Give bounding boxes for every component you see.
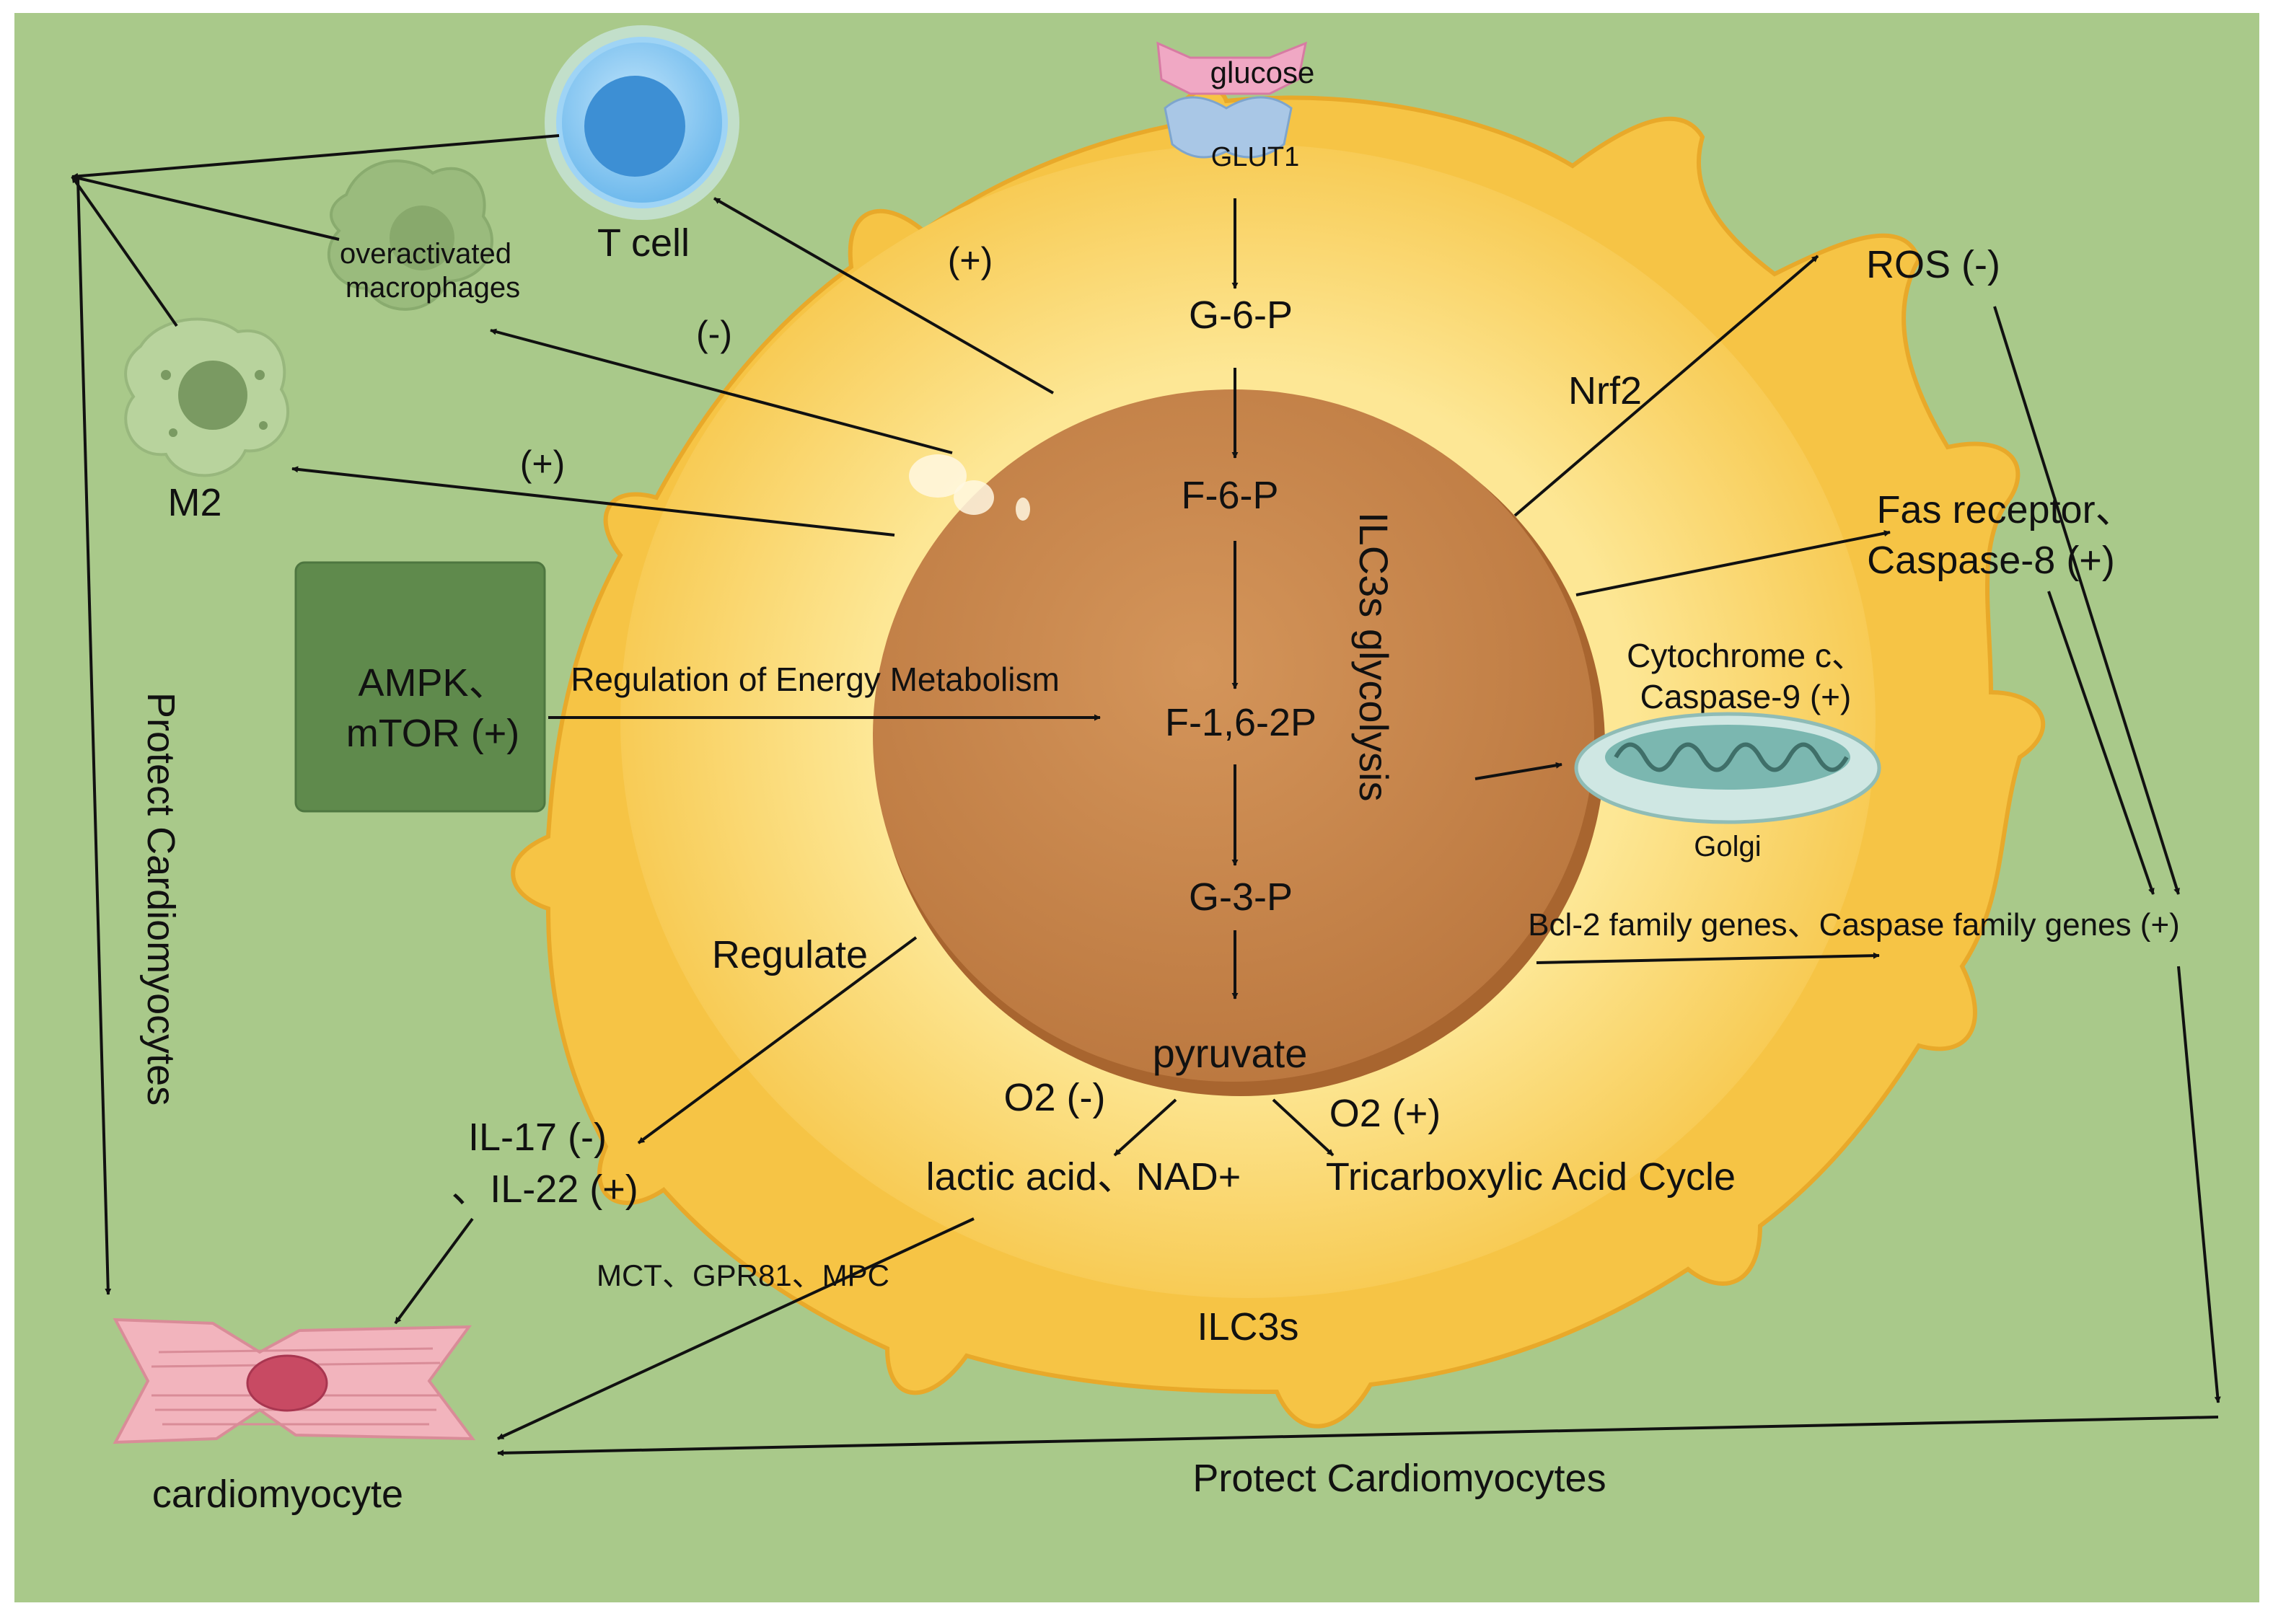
highlight <box>909 454 967 498</box>
cyto-label-line1: Cytochrome c、 <box>1627 637 1865 674</box>
macrophages-label-line2: macrophages <box>346 272 520 304</box>
tcell-effect: (+) <box>948 240 993 281</box>
arrow-to-ros <box>1513 255 1819 517</box>
macrophages-label-line1: overactivated <box>340 238 511 270</box>
arrow-macrophage-to-left <box>71 175 340 241</box>
t-cell <box>545 25 739 220</box>
arrow-to-fas <box>1575 530 1891 596</box>
glut1-transporter <box>1156 41 1308 159</box>
ilc3-cell <box>511 87 2045 1429</box>
il22-label: 、IL-22 (+) <box>451 1168 638 1211</box>
o2-minus-label: O2 (-) <box>1004 1076 1106 1119</box>
m2-granule <box>255 370 265 380</box>
arrow-to-tcell <box>713 197 1054 394</box>
m2-label: M2 <box>167 481 221 524</box>
arrow-to-tca <box>1272 1098 1335 1157</box>
arrow-to-bcl2 <box>1536 952 1880 964</box>
macrophages-effect: (-) <box>696 314 732 354</box>
protect-left-label: Protect Cardiomyocytes <box>139 692 183 1106</box>
ilc3s-label: ILC3s <box>1197 1305 1298 1349</box>
regulation-label: Regulation of Energy Metabolism <box>571 661 1060 698</box>
arrow-il-to-cardio <box>394 1217 474 1325</box>
highlight <box>954 480 994 515</box>
bcl2-label: Bcl-2 family genes、Caspase family genes … <box>1528 907 2180 943</box>
il17-label: IL-17 (-) <box>468 1116 607 1159</box>
t-cell-nucleus <box>584 76 685 177</box>
g3p-label: G-3-P <box>1189 875 1293 919</box>
o2-plus-label: O2 (+) <box>1329 1092 1441 1135</box>
arrow-fas-down <box>2047 591 2155 895</box>
glut1-icon <box>1164 96 1293 159</box>
ampk-label-line1: AMPK、 <box>358 661 507 705</box>
cardiomyocyte <box>113 1318 476 1444</box>
arrow-to-il17 <box>637 936 918 1144</box>
arrow-to-macrophages <box>490 328 953 454</box>
g6p-label: G-6-P <box>1189 294 1293 337</box>
arrow-to-m2 <box>291 466 895 537</box>
ros-label: ROS (-) <box>1866 243 2000 286</box>
pyruvate-label: pyruvate <box>1153 1031 1308 1076</box>
golgi-label: Golgi <box>1694 831 1761 862</box>
glucose-icon <box>1156 41 1308 95</box>
ampk-label-line2: mTOR (+) <box>346 712 520 755</box>
f16p-label: F-1,6-2P <box>1165 701 1316 744</box>
arrow-right-down <box>2177 966 2221 1403</box>
lactic-label: lactic acid、NAD+ <box>926 1155 1241 1199</box>
arrow-to-mitochondria <box>1474 762 1562 780</box>
arrow-bottom-to-cardio <box>497 1416 2219 1457</box>
f6p-label: F-6-P <box>1182 474 1279 517</box>
m2-nucleus <box>178 361 247 430</box>
mitochondria-inner <box>1605 725 1850 790</box>
mitochondria <box>1574 712 1881 824</box>
arrow-tcell-to-left <box>71 134 560 180</box>
m2-granule <box>161 370 171 380</box>
tca-label: Tricarboxylic Acid Cycle <box>1326 1155 1736 1199</box>
nucleus <box>873 389 1594 1082</box>
m2-granule <box>259 421 268 430</box>
mct-label: MCT、GPR81、MPC <box>597 1258 889 1292</box>
arrow-left-down <box>76 178 112 1295</box>
arrow-m2-to-left <box>71 175 178 327</box>
cyto-label-line2: Caspase-9 (+) <box>1640 678 1852 715</box>
regulate-label: Regulate <box>712 933 868 976</box>
macrophage-nucleus <box>390 206 454 270</box>
ilc3s-glycolysis-title: ILC3s glycolysis <box>1351 512 1397 801</box>
nrf2-label: Nrf2 <box>1568 369 1642 412</box>
cardiomyocyte-label: cardiomyocyte <box>152 1473 403 1516</box>
glucose-label: glucose <box>1210 56 1315 89</box>
glut1-label: GLUT1 <box>1211 142 1299 172</box>
protect-bottom-label: Protect Cardiomyocytes <box>1192 1457 1606 1500</box>
highlight <box>1016 498 1030 521</box>
arrow-to-lactic <box>1113 1098 1177 1157</box>
mitochondria-cristae <box>1614 742 1849 772</box>
macrophage <box>327 159 493 311</box>
arrow-ros-down <box>1993 306 2180 895</box>
t-cell-label: T cell <box>597 221 690 265</box>
m2-granule <box>169 428 177 437</box>
ampk-mtor-box <box>294 561 546 813</box>
m2-macrophage <box>124 317 290 477</box>
cardiomyocyte-nucleus <box>246 1354 328 1412</box>
arrow-lactic-to-cardio <box>497 1217 975 1440</box>
m2-effect: (+) <box>520 443 566 484</box>
fas-label-line1: Fas receptor、 <box>1876 488 2134 531</box>
